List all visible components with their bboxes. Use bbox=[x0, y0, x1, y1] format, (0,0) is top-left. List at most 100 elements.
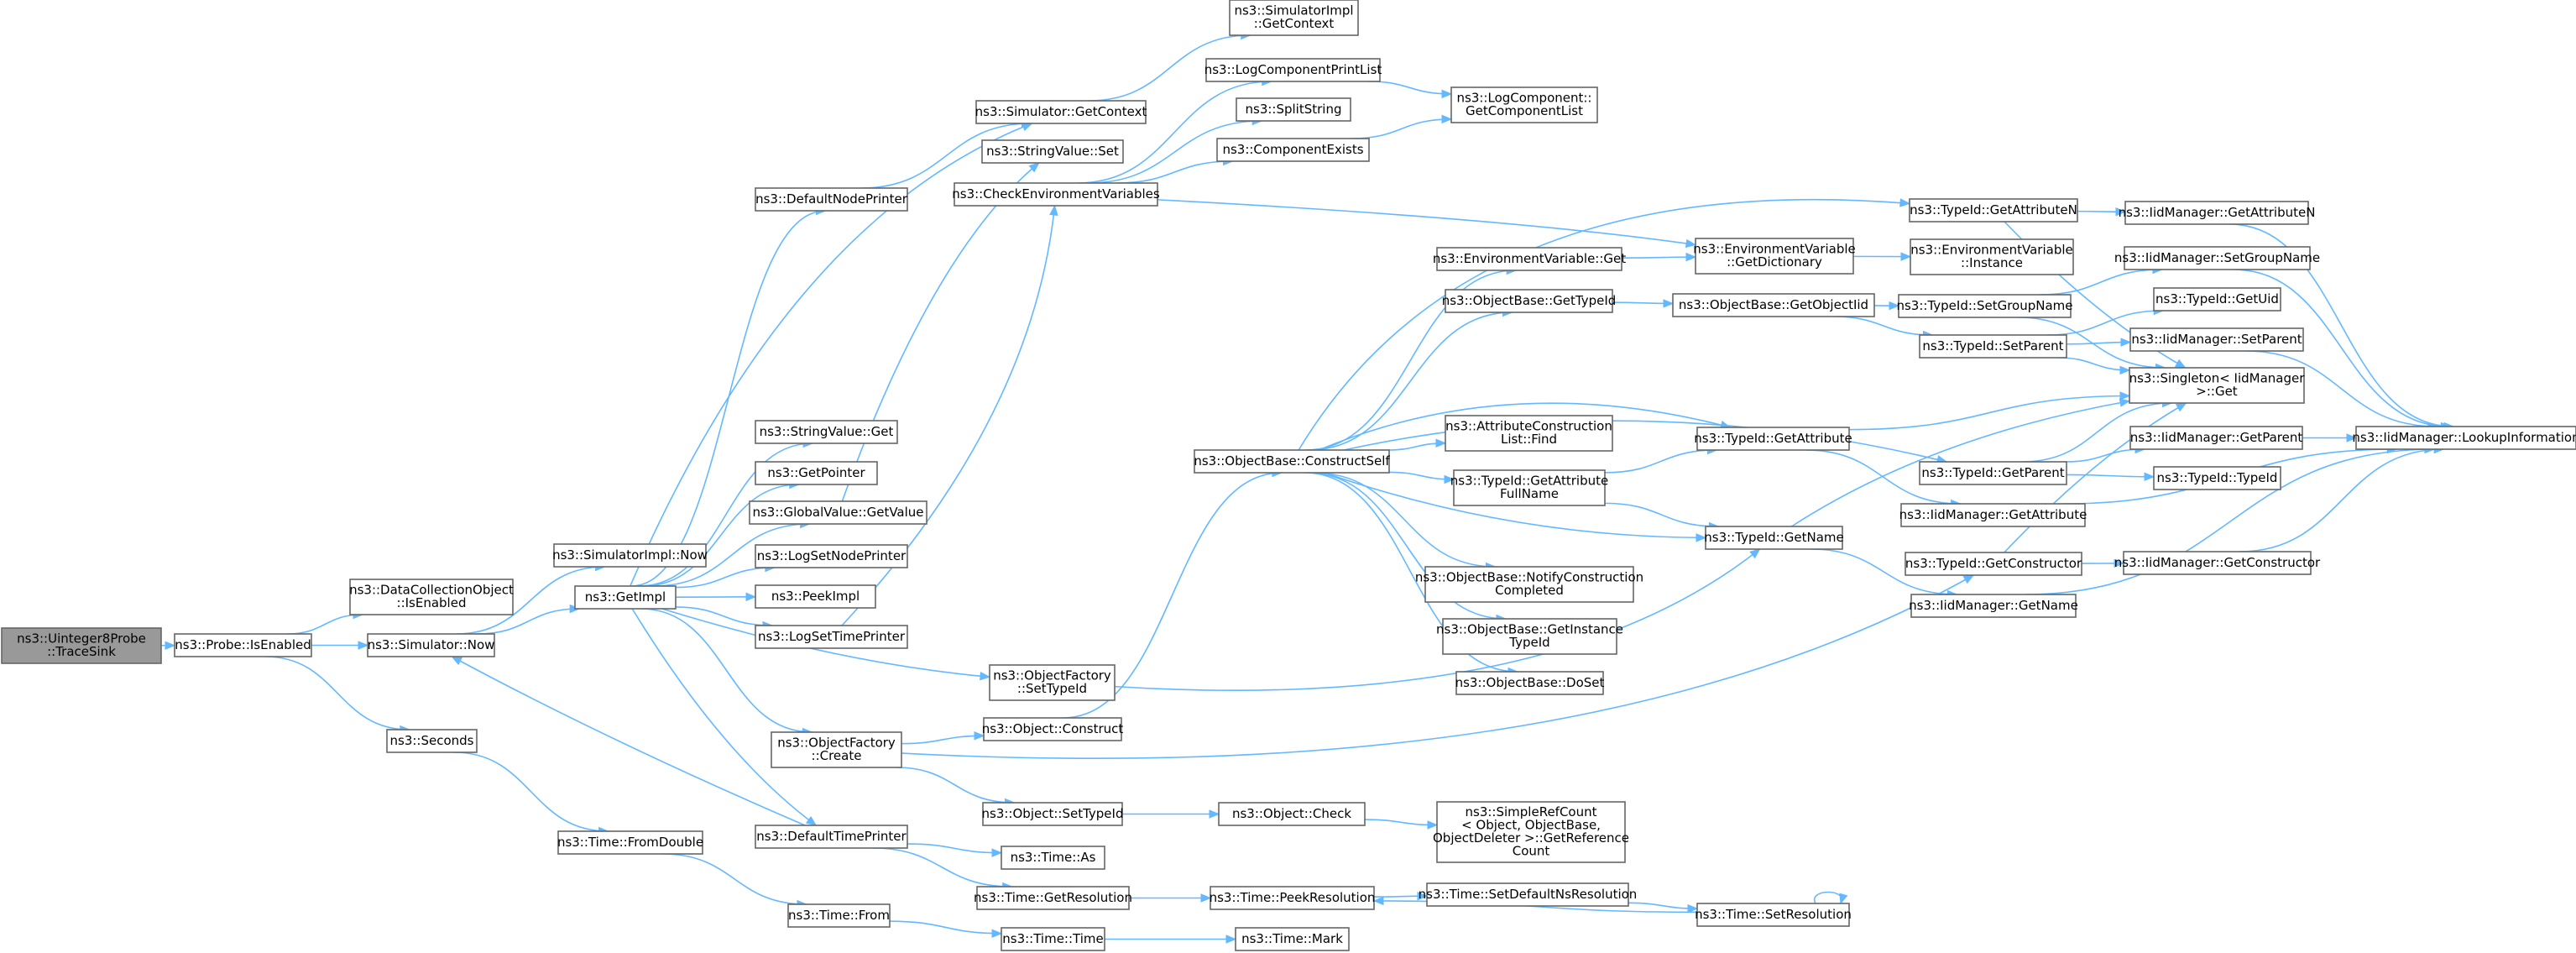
node-object-construct[interactable]: ns3::Object::Construct bbox=[982, 717, 1124, 741]
edge-object_settypeid-to-object_check bbox=[1122, 809, 1220, 819]
node-stringvalue-get[interactable]: ns3::StringValue::Get bbox=[755, 420, 898, 444]
node-label: ns3::IidManager::GetConstructor bbox=[2114, 555, 2321, 570]
node-typeid-getparent[interactable]: ns3::TypeId::GetParent bbox=[1919, 461, 2067, 485]
node-objectbase-notifyconstructioncompleted[interactable]: ns3::ObjectBase::NotifyConstructionCompl… bbox=[1415, 566, 1643, 603]
edge-typeid_setparent-to-singleton_get bbox=[2057, 357, 2131, 375]
node-iidmanager-setgroupname[interactable]: ns3::IidManager::SetGroupName bbox=[2114, 246, 2320, 270]
node-label: ns3::ObjectBase::GetTypeId bbox=[1442, 293, 1617, 308]
node-simimpl-getcontext[interactable]: ns3::SimulatorImpl::GetContext bbox=[1229, 0, 1359, 36]
node-typeid-getattribute[interactable]: ns3::TypeId::GetAttribute bbox=[1694, 427, 1852, 451]
node-typeid-typeid[interactable]: ns3::TypeId::TypeId bbox=[2153, 466, 2281, 490]
node-time-as[interactable]: ns3::Time::As bbox=[1001, 846, 1105, 870]
node-label: ns3::GetImpl bbox=[585, 589, 666, 605]
node-time-time[interactable]: ns3::Time::Time bbox=[1001, 927, 1105, 951]
node-label: ns3::EnvironmentVariable::Get bbox=[1433, 251, 1626, 266]
node-peekimpl[interactable]: ns3::PeekImpl bbox=[755, 584, 876, 609]
node-envvar-instance[interactable]: ns3::EnvironmentVariable::Instance bbox=[1910, 238, 2074, 275]
node-simimpl-now[interactable]: ns3::SimulatorImpl::Now bbox=[552, 543, 708, 568]
node-splitstring[interactable]: ns3::SplitString bbox=[1236, 97, 1351, 122]
node-iidmanager-getconstructor[interactable]: ns3::IidManager::GetConstructor bbox=[2114, 551, 2321, 575]
edge-iidmanager_getparent-to-iidmanager_lookupinformation bbox=[2302, 433, 2358, 442]
node-objectbase-constructself[interactable]: ns3::ObjectBase::ConstructSelf bbox=[1194, 449, 1390, 474]
edge-root-to-probe_isenabled bbox=[160, 641, 176, 650]
node-check-env-vars[interactable]: ns3::CheckEnvironmentVariables bbox=[952, 182, 1160, 207]
edge-object_check-to-simplerefcount_getreferencecount bbox=[1364, 819, 1439, 830]
node-objectfactory-settypeid[interactable]: ns3::ObjectFactory::SetTypeId bbox=[989, 664, 1116, 701]
node-componentexists[interactable]: ns3::ComponentExists bbox=[1216, 138, 1370, 162]
node-singleton-get[interactable]: ns3::Singleton< IidManager>::Get bbox=[2129, 367, 2306, 404]
node-logsetnodeprinter[interactable]: ns3::LogSetNodePrinter bbox=[755, 544, 908, 568]
node-seconds[interactable]: ns3::Seconds bbox=[386, 729, 478, 753]
edge-objectfactory_create-to-object_settypeid bbox=[896, 767, 1016, 808]
node-default-node-printer[interactable]: ns3::DefaultNodePrinter bbox=[755, 187, 908, 212]
node-typeid-getname[interactable]: ns3::TypeId::GetName bbox=[1704, 526, 1844, 550]
node-objectbase-doset[interactable]: ns3::ObjectBase::DoSet bbox=[1455, 671, 1605, 695]
node-typeid-setparent[interactable]: ns3::TypeId::SetParent bbox=[1919, 334, 2067, 359]
node-logsettimeprinter[interactable]: ns3::LogSetTimePrinter bbox=[755, 625, 908, 649]
edge-objectfactory_settypeid-to-typeid_getname bbox=[1114, 548, 1761, 692]
node-iidmanager-lookupinformation[interactable]: ns3::IidManager::LookupInformation bbox=[2352, 426, 2576, 450]
node-typeid-getuid[interactable]: ns3::TypeId::GetUid bbox=[2153, 287, 2281, 312]
node-iidmanager-setparent[interactable]: ns3::IidManager::SetParent bbox=[2129, 327, 2304, 352]
node-typeid-setgroupname[interactable]: ns3::TypeId::SetGroupName bbox=[1896, 294, 2073, 318]
node-label: ns3::LogSetNodePrinter bbox=[757, 548, 907, 563]
node-label: ns3::ObjectFactory bbox=[993, 668, 1111, 683]
node-object-check[interactable]: ns3::Object::Check bbox=[1218, 802, 1366, 826]
node-time-setresolution[interactable]: ns3::Time::SetResolution bbox=[1695, 903, 1852, 927]
node-objectbase-gettypeid[interactable]: ns3::ObjectBase::GetTypeId bbox=[1442, 289, 1617, 313]
node-globalvalue-getvalue[interactable]: ns3::GlobalValue::GetValue bbox=[749, 500, 927, 525]
node-label: ns3::SimulatorImpl::Now bbox=[552, 547, 708, 563]
node-sim-getcontext[interactable]: ns3::Simulator::GetContext bbox=[975, 100, 1147, 124]
node-default-time-printer[interactable]: ns3::DefaultTimePrinter bbox=[755, 825, 908, 849]
edge-getimpl-to-peekimpl bbox=[675, 592, 757, 602]
node-label: ObjectDeleter >::GetReference bbox=[1433, 830, 1629, 846]
node-iidmanager-getname[interactable]: ns3::IidManager::GetName bbox=[1909, 594, 2078, 618]
edge-globalvalue_getvalue-to-stringvalue_set bbox=[841, 162, 1040, 502]
edge-typeid_getattribute-to-singleton_get bbox=[1848, 391, 2131, 431]
edge-typeid_setparent-to-iidmanager_setparent bbox=[2066, 338, 2132, 347]
node-label: ::TraceSink bbox=[47, 644, 116, 659]
node-logcomponentprintlist[interactable]: ns3::LogComponentPrintList bbox=[1204, 58, 1382, 82]
node-envvar-getdictionary[interactable]: ns3::EnvironmentVariable::GetDictionary bbox=[1693, 238, 1856, 275]
node-probe-isenabled[interactable]: ns3::Probe::IsEnabled bbox=[174, 633, 312, 657]
node-getimpl[interactable]: ns3::GetImpl bbox=[574, 585, 677, 610]
node-label: ns3::TypeId::SetParent bbox=[1922, 338, 2063, 353]
node-iidmanager-getparent[interactable]: ns3::IidManager::GetParent bbox=[2129, 426, 2303, 450]
node-sim-now[interactable]: ns3::Simulator::Now bbox=[367, 633, 495, 657]
node-root[interactable]: ns3::Uinteger8Probe::TraceSink bbox=[1, 627, 162, 664]
node-typeid-getattributen[interactable]: ns3::TypeId::GetAttributeN bbox=[1909, 198, 2078, 223]
node-typeid-getconstructor[interactable]: ns3::TypeId::GetConstructor bbox=[1905, 552, 2082, 576]
node-time-mark[interactable]: ns3::Time::Mark bbox=[1235, 927, 1350, 951]
edge-objectbase_constructself-to-typeid_getattributen bbox=[1298, 198, 1911, 451]
edge-check_env_vars-to-envvar_getdictionary bbox=[1157, 199, 1697, 249]
node-logcomponent-getcomponentlist[interactable]: ns3::LogComponent::GetComponentList bbox=[1450, 86, 1598, 123]
node-objectbase-getobjectiid[interactable]: ns3::ObjectBase::GetObjectIid bbox=[1672, 293, 1875, 317]
node-iidmanager-getattributen[interactable]: ns3::IidManager::GetAttributeN bbox=[2119, 201, 2316, 225]
node-label: ns3::Time::SetDefaultNsResolution bbox=[1419, 887, 1638, 902]
node-simplerefcount-getreferencecount[interactable]: ns3::SimpleRefCount< Object, ObjectBase,… bbox=[1433, 801, 1629, 863]
node-time-setdefaultnsresolution[interactable]: ns3::Time::SetDefaultNsResolution bbox=[1419, 882, 1638, 907]
node-envvar-get[interactable]: ns3::EnvironmentVariable::Get bbox=[1433, 247, 1626, 271]
node-label: ns3::IidManager::SetParent bbox=[2131, 332, 2302, 347]
node-getpointer[interactable]: ns3::GetPointer bbox=[755, 461, 878, 485]
edge-typeid_getattributefullname-to-typeid_getname bbox=[1604, 502, 1720, 531]
node-iidmanager-getattribute[interactable]: ns3::IidManager::GetAttribute bbox=[1899, 503, 2087, 527]
node-label: ns3::IidManager::GetAttribute bbox=[1899, 507, 2087, 522]
node-dco-isenabled[interactable]: ns3::DataCollectionObject::IsEnabled bbox=[349, 579, 514, 615]
node-label: ns3::DefaultTimePrinter bbox=[756, 829, 907, 844]
node-time-peekresolution[interactable]: ns3::Time::PeekResolution bbox=[1210, 886, 1376, 910]
node-object-settypeid[interactable]: ns3::Object::SetTypeId bbox=[982, 802, 1124, 826]
node-time-from[interactable]: ns3::Time::From bbox=[787, 903, 891, 928]
node-label: ns3::Object::SetTypeId bbox=[982, 806, 1124, 821]
node-time-getresolution[interactable]: ns3::Time::GetResolution bbox=[974, 886, 1132, 910]
node-objectfactory-create[interactable]: ns3::ObjectFactory::Create bbox=[771, 731, 902, 768]
node-stringvalue-set[interactable]: ns3::StringValue::Set bbox=[981, 139, 1124, 164]
edge-time_from-to-time_time bbox=[889, 920, 1003, 938]
node-time-fromdouble[interactable]: ns3::Time::FromDouble bbox=[557, 830, 703, 855]
node-label: ns3::ObjectFactory bbox=[777, 736, 896, 751]
node-label: ns3::IidManager::GetAttributeN bbox=[2119, 205, 2316, 220]
node-label: ns3::Object::Construct bbox=[982, 721, 1124, 736]
